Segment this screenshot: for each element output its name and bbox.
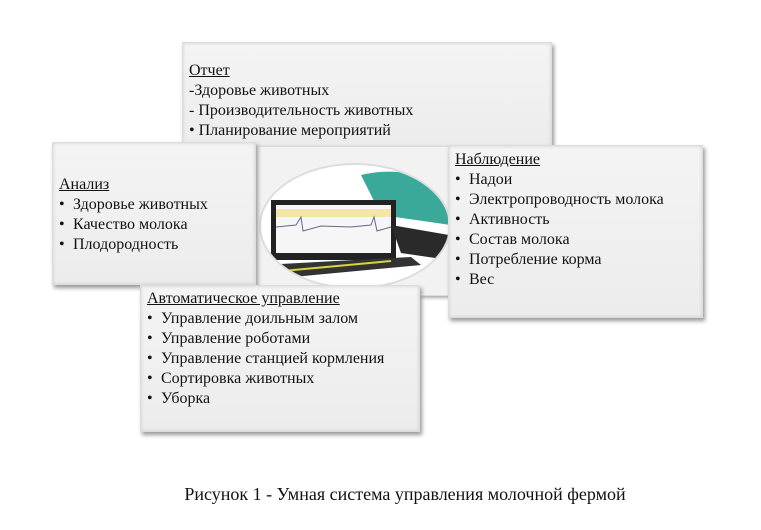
observation-item: Электропроводность молока [455, 190, 696, 210]
figure-caption: Рисунок 1 - Умная система управления мол… [184, 484, 626, 504]
automatic-title: Автоматическое управление [147, 290, 340, 307]
observation-item: Потребление корма [455, 250, 696, 270]
automatic-item: Управление станцией кормления [147, 349, 413, 369]
observation-item: Надои [455, 170, 696, 190]
observation-item: Состав молока [455, 230, 696, 250]
automatic-control-box: Автоматическое управление Управление дои… [140, 285, 420, 432]
report-item: • Планирование мероприятий [189, 122, 391, 139]
observation-item: Активность [455, 210, 696, 230]
report-item: -Здоровье животных [189, 82, 330, 99]
observation-title: Наблюдение [455, 151, 540, 168]
analysis-item: Плодородность [59, 235, 249, 255]
central-image-frame [250, 146, 457, 296]
automatic-item: Управление роботами [147, 329, 413, 349]
analysis-box: Анализ Здоровье животных Качество молока… [52, 142, 256, 285]
report-item: - Производительность животных [189, 102, 414, 119]
analysis-item: Качество молока [59, 215, 249, 235]
analysis-title: Анализ [59, 176, 110, 193]
automatic-item: Управление доильным залом [147, 309, 413, 329]
report-title: Отчет [189, 62, 230, 79]
observation-box: Наблюдение Надои Электропроводность моло… [448, 145, 703, 318]
analysis-item: Здоровье животных [59, 195, 249, 215]
automatic-item: Сортировка животных [147, 369, 413, 389]
automatic-item: Уборка [147, 389, 413, 409]
report-box: Отчет -Здоровье животных - Производитель… [182, 42, 552, 148]
observation-item: Вес [455, 270, 696, 290]
laptop-image [259, 163, 451, 289]
